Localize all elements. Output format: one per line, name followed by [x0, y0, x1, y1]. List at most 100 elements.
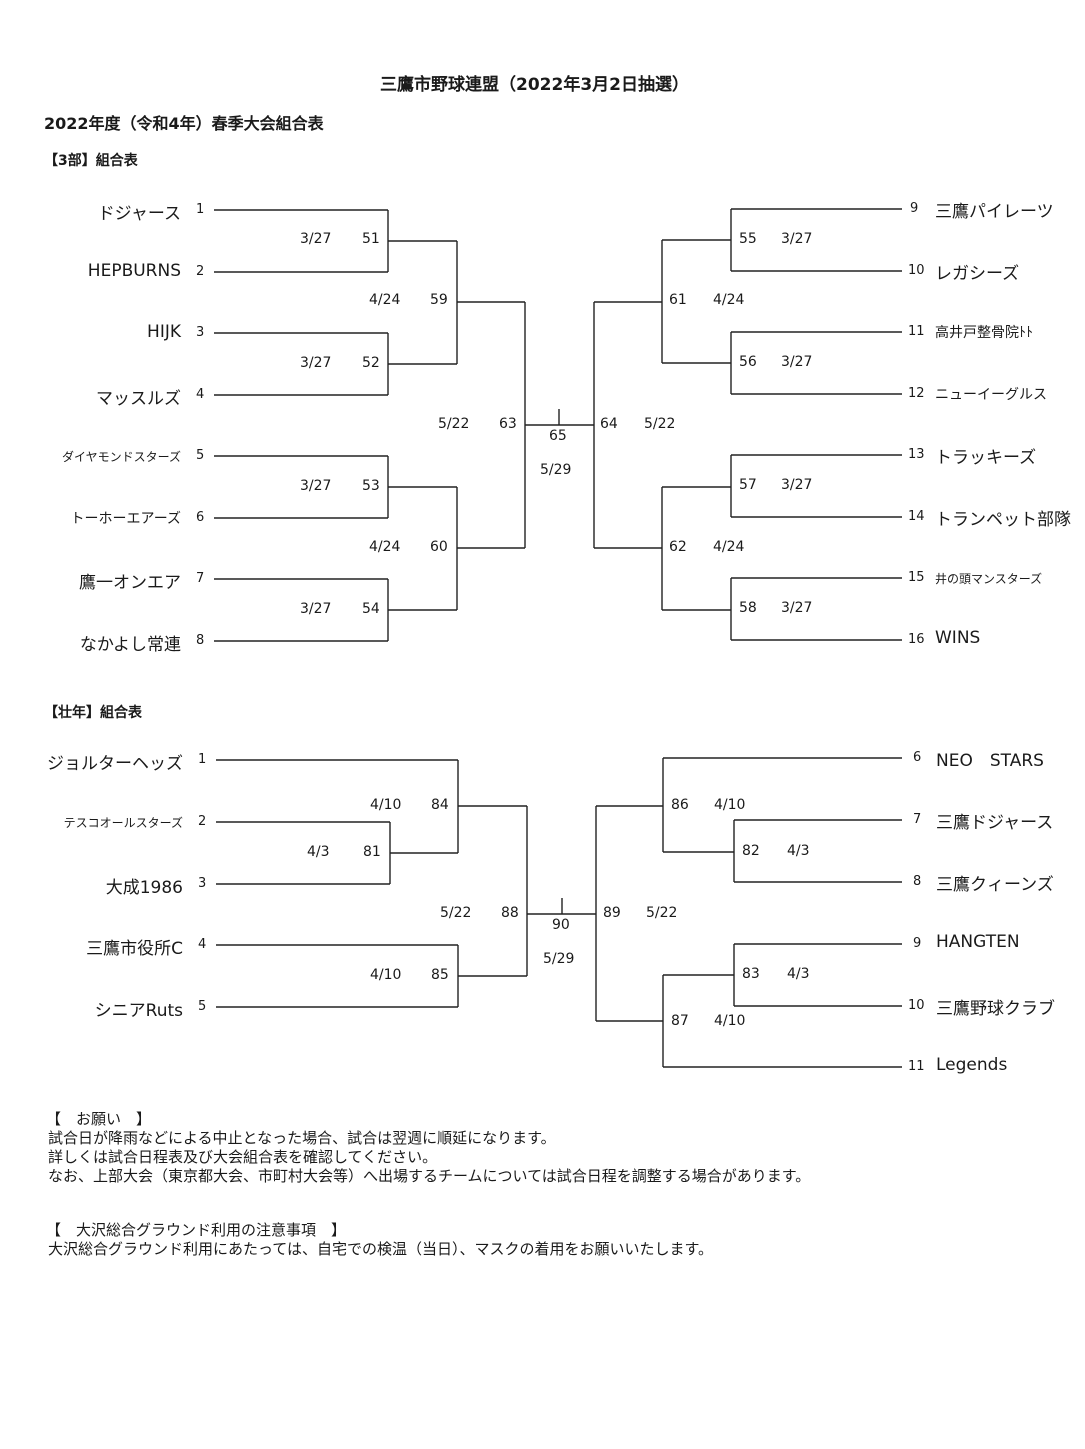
d3-team-8-name: なかよし常連 [79, 635, 181, 655]
d3-game-53-no: 53 [362, 478, 380, 494]
sr-game-86-date: 4/10 [714, 797, 746, 813]
d3-team-6-no: 6 [196, 510, 205, 525]
sr-game-82-no: 82 [742, 843, 760, 859]
sr-game-90-no: 90 [552, 917, 570, 933]
sr-team-4-name: 三鷹市役所C [86, 939, 183, 959]
sr-team-8-no: 8 [913, 874, 922, 889]
d3-team-5-name: ダイヤモンドスターズ [61, 450, 181, 464]
sr-team-9-name: HANGTEN [936, 932, 1020, 952]
d3-game-59-date: 4/24 [369, 292, 401, 308]
sr-team-11-no: 11 [908, 1059, 925, 1074]
d3-team-13-no: 13 [908, 447, 925, 462]
d3-team-9-no: 9 [910, 201, 919, 216]
ground-line-1: 大沢総合グラウンド利用にあたっては、自宅での検温（当日）、マスクの着用をお願いい… [48, 1240, 713, 1258]
sr-team-6-name: NEO STARS [936, 751, 1044, 771]
sr-team-1-name: ジョルターヘッズ [47, 754, 183, 774]
senior-label: 【壮年】組合表 [44, 705, 142, 721]
sr-team-2-name: テスコオールスターズ [63, 816, 183, 830]
sr-game-83-no: 83 [742, 966, 760, 982]
d3-team-1-name: ドジャース [97, 204, 181, 224]
d3-game-64-date: 5/22 [644, 416, 676, 432]
d3-game-51-no: 51 [362, 231, 380, 247]
sr-game-84-date: 4/10 [370, 797, 402, 813]
d3-game-52-no: 52 [362, 355, 380, 371]
sr-team-7-no: 7 [913, 812, 922, 827]
request-line-2: 詳しくは試合日程表及び大会組合表を確認してください。 [48, 1148, 438, 1166]
sr-game-90-date: 5/29 [543, 951, 575, 967]
d3-team-15-no: 15 [908, 570, 925, 585]
d3-team-12-no: 12 [908, 386, 925, 401]
sr-team-4-no: 4 [198, 937, 207, 952]
d3-game-56-no: 56 [739, 354, 757, 370]
sr-game-86-no: 86 [671, 797, 689, 813]
sr-team-6-no: 6 [913, 750, 922, 765]
d3-game-64-no: 64 [600, 416, 618, 432]
request-notes: 【 お願い 】 試合日が降雨などによる中止となった場合、試合は翌週に順延になりま… [44, 1110, 810, 1186]
d3-team-11-name: 高井戸整骨院ﾄﾄ [935, 325, 1033, 341]
d3-game-60-date: 4/24 [369, 539, 401, 555]
d3-team-14-no: 14 [908, 509, 925, 524]
d3-game-62-no: 62 [669, 539, 687, 555]
division3-label: 【3部】組合表 [44, 153, 138, 169]
d3-game-58-date: 3/27 [781, 600, 813, 616]
sr-game-88-date: 5/22 [440, 905, 472, 921]
d3-team-11-no: 11 [908, 324, 925, 339]
sr-team-3-name: 大成1986 [105, 878, 183, 898]
d3-game-65-no: 65 [549, 428, 567, 444]
sr-game-84-no: 84 [431, 797, 449, 813]
sr-game-83-date: 4/3 [787, 966, 810, 982]
d3-game-51-date: 3/27 [300, 231, 332, 247]
sr-team-3-no: 3 [198, 876, 207, 891]
d3-game-60-no: 60 [430, 539, 448, 555]
sr-team-5-no: 5 [198, 999, 207, 1014]
sr-game-89-date: 5/22 [646, 905, 678, 921]
d3-game-52-date: 3/27 [300, 355, 332, 371]
d3-team-5-no: 5 [196, 448, 205, 463]
d3-team-13-name: トラッキーズ [935, 448, 1037, 468]
sr-game-82-date: 4/3 [787, 843, 810, 859]
sr-game-85-date: 4/10 [370, 967, 402, 983]
d3-team-4-name: マッスルズ [96, 389, 181, 409]
d3-game-58-no: 58 [739, 600, 757, 616]
ground-heading: 【 大沢総合グラウンド利用の注意事項 】 [46, 1221, 347, 1239]
d3-game-54-no: 54 [362, 601, 380, 617]
sr-team-9-no: 9 [913, 936, 922, 951]
d3-team-16-no: 16 [908, 632, 925, 647]
d3-game-63-no: 63 [499, 416, 517, 432]
d3-team-2-name: HEPBURNS [87, 261, 181, 281]
request-heading: 【 お願い 】 [46, 1110, 152, 1128]
request-line-3: なお、上部大会（東京都大会、市町村大会等）へ出場するチームについては試合日程を調… [48, 1167, 811, 1185]
sr-game-88-no: 88 [501, 905, 519, 921]
d3-game-59-no: 59 [430, 292, 448, 308]
sr-team-7-name: 三鷹ドジャース [936, 813, 1054, 833]
sr-game-81-date: 4/3 [307, 844, 330, 860]
d3-game-62-date: 4/24 [713, 539, 745, 555]
sr-team-11-name: Legends [936, 1055, 1008, 1075]
d3-game-61-date: 4/24 [713, 292, 745, 308]
d3-team-1-no: 1 [196, 202, 205, 217]
sr-game-87-date: 4/10 [714, 1013, 746, 1029]
d3-team-2-no: 2 [196, 264, 205, 279]
d3-game-56-date: 3/27 [781, 354, 813, 370]
d3-team-16-name: WINS [935, 628, 981, 648]
d3-game-53-date: 3/27 [300, 478, 332, 494]
sr-team-10-name: 三鷹野球クラブ [936, 999, 1055, 1019]
sr-game-81-no: 81 [363, 844, 381, 860]
sr-game-89-no: 89 [603, 905, 621, 921]
d3-team-3-name: HIJK [147, 322, 181, 342]
d3-team-9-name: 三鷹パイレーツ [935, 202, 1054, 222]
sr-game-85-no: 85 [431, 967, 449, 983]
d3-team-10-name: レガシーズ [935, 264, 1020, 284]
d3-game-57-no: 57 [739, 477, 757, 493]
d3-game-61-no: 61 [669, 292, 687, 308]
page-title: 三鷹市野球連盟（2022年3月2日抽選） [380, 75, 689, 95]
d3-team-15-name: 井の頭マンスターズ [935, 572, 1043, 586]
d3-team-8-no: 8 [196, 633, 205, 648]
sr-team-5-name: シニアRuts [94, 1001, 183, 1021]
request-line-1: 試合日が降雨などによる中止となった場合、試合は翌週に順延になります。 [48, 1129, 556, 1147]
d3-team-14-name: トランペット部隊 [935, 510, 1071, 530]
d3-game-65-date: 5/29 [540, 462, 572, 478]
d3-team-12-name: ニューイーグルス [935, 387, 1047, 403]
sr-team-2-no: 2 [198, 814, 207, 829]
